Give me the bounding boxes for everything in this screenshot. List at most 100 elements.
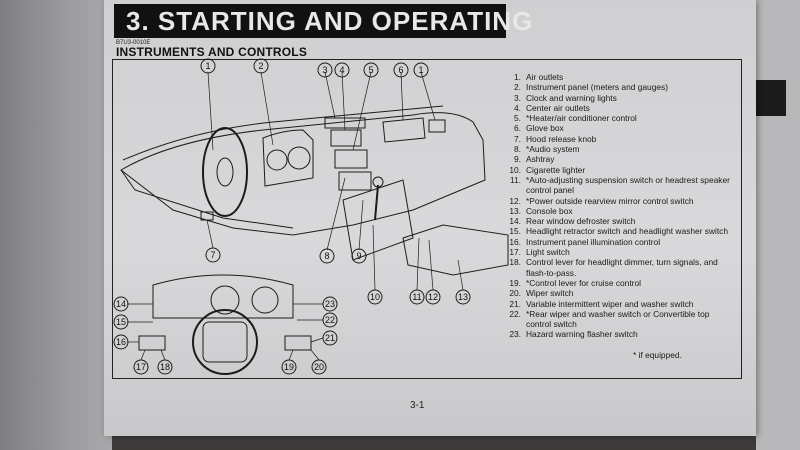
svg-text:8: 8	[324, 251, 329, 261]
background-right-page	[756, 0, 800, 450]
footnote-if-equipped: * if equipped.	[633, 350, 682, 360]
dashboard-outline	[120, 112, 486, 236]
callout-12: 12	[425, 289, 441, 305]
legend-item: 14.Rear window defroster switch	[509, 216, 636, 227]
right-switch-pod	[284, 335, 312, 351]
legend-item: 17.Light switch	[509, 247, 570, 258]
callout-7: 7	[205, 247, 221, 263]
legend-item: 4.Center air outlets	[514, 102, 590, 113]
svg-text:1: 1	[418, 65, 423, 75]
callout-3: 3	[317, 62, 333, 78]
lower-steering-hub	[202, 321, 248, 363]
callout-18: 18	[157, 359, 173, 375]
svg-text:15: 15	[116, 317, 126, 327]
lower-speedometer	[210, 285, 240, 315]
legend-item: 10.Cigarette lighter	[509, 164, 586, 175]
svg-text:23: 23	[325, 299, 335, 309]
parts-legend: 1.Air outlets 2.Instrument panel (meters…	[509, 72, 735, 340]
gauge-cluster-top	[262, 129, 314, 187]
svg-text:12: 12	[428, 292, 438, 302]
legend-item: 15.Headlight retractor switch and headli…	[509, 226, 729, 237]
legend-item: 19.*Control lever for cruise control	[509, 277, 641, 288]
center-outlets	[330, 129, 362, 147]
left-switch-pod	[138, 335, 166, 351]
callout-16: 16	[113, 334, 129, 350]
svg-text:5: 5	[368, 65, 373, 75]
callout-1a: 1	[200, 58, 216, 74]
document-code: B7U3-0010E	[116, 40, 151, 46]
svg-text:19: 19	[284, 362, 294, 372]
callout-23: 23	[322, 296, 338, 312]
shift-lever	[374, 184, 379, 221]
svg-text:17: 17	[136, 362, 146, 372]
legend-item: 23.Hazard warning flasher switch	[509, 329, 638, 340]
legend-item: 22.*Rear wiper and washer switch or Conv…	[509, 308, 710, 330]
cluster-leader-lines	[127, 303, 324, 361]
gauge-right	[287, 146, 311, 170]
svg-text:22: 22	[325, 315, 335, 325]
page-subtitle: INSTRUMENTS AND CONTROLS	[116, 45, 308, 59]
svg-text:18: 18	[160, 362, 170, 372]
background-left-page	[0, 0, 112, 450]
callout-1b: 1	[413, 62, 429, 78]
callout-15: 15	[113, 314, 129, 330]
legend-item: 13.Console box	[509, 205, 573, 216]
legend-item: 6.Glove box	[514, 123, 564, 134]
callout-6: 6	[393, 62, 409, 78]
callout-5: 5	[363, 62, 379, 78]
legend-item: 3.Clock and warning lights	[514, 92, 617, 103]
svg-text:21: 21	[325, 333, 335, 343]
glove-box	[382, 117, 426, 143]
svg-text:7: 7	[210, 250, 215, 260]
legend-item: 1.Air outlets	[514, 72, 564, 82]
legend-item: 8.*Audio system	[514, 144, 580, 155]
section-header: 3. STARTING AND OPERATING	[114, 4, 532, 38]
legend-item: 20.Wiper switch	[509, 288, 574, 299]
svg-text:2: 2	[258, 61, 263, 71]
legend-item: 18.Control lever for headlight dimmer, t…	[509, 257, 718, 278]
callout-4: 4	[334, 62, 350, 78]
svg-text:3: 3	[322, 65, 327, 75]
steering-hub	[216, 157, 234, 187]
legend-item: 16.Instrument panel illumination control	[509, 236, 661, 247]
callout-19: 19	[281, 359, 297, 375]
lower-tachometer	[251, 286, 279, 314]
callout-21: 21	[322, 330, 338, 346]
svg-text:13: 13	[458, 292, 468, 302]
svg-text:14: 14	[116, 299, 126, 309]
svg-text:20: 20	[314, 362, 324, 372]
leader-lines	[206, 71, 464, 291]
svg-text:1: 1	[205, 61, 210, 71]
dashboard-illustration: 1 2 3 4 5 6 1 7 8 9 10 11 12 13 14 15 16…	[113, 58, 509, 375]
manual-page: 3. STARTING AND OPERATING B7U3-0010E INS…	[104, 0, 756, 436]
steering-wheel	[202, 127, 248, 217]
right-air-outlet	[428, 119, 446, 133]
callout-9: 9	[351, 248, 367, 264]
lower-cluster-hood	[152, 274, 294, 319]
shift-knob	[372, 176, 384, 188]
section-tab	[756, 80, 786, 116]
gauge-left	[266, 149, 288, 171]
legend-item: 12.*Power outside rearview mirror contro…	[509, 195, 694, 206]
callout-20: 20	[311, 359, 327, 375]
legend-item: 5.*Heater/air conditioner control	[514, 113, 637, 124]
legend-item: 7.Hood release knob	[514, 133, 597, 144]
dashboard-edge	[120, 169, 294, 229]
console-box	[402, 224, 509, 276]
callout-17: 17	[133, 359, 149, 375]
callout-14: 14	[113, 296, 129, 312]
diagram-frame: 1 2 3 4 5 6 1 7 8 9 10 11 12 13 14 15 16…	[112, 58, 742, 379]
svg-text:9: 9	[356, 251, 361, 261]
legend-item: 2.Instrument panel (meters and gauges)	[514, 82, 668, 93]
legend-item: 9.Ashtray	[514, 154, 555, 165]
svg-text:4: 4	[339, 65, 344, 75]
callout-8: 8	[319, 248, 335, 264]
lower-steering-wheel	[192, 309, 258, 375]
callout-11: 11	[409, 289, 425, 305]
svg-text:6: 6	[398, 65, 403, 75]
callout-22: 22	[322, 312, 338, 328]
callout-2: 2	[253, 58, 269, 74]
legend-item: 11.*Auto-adjusting suspension switch or …	[509, 174, 730, 196]
svg-text:16: 16	[116, 337, 126, 347]
legend-item: 21.Variable intermittent wiper and washe…	[509, 298, 694, 309]
